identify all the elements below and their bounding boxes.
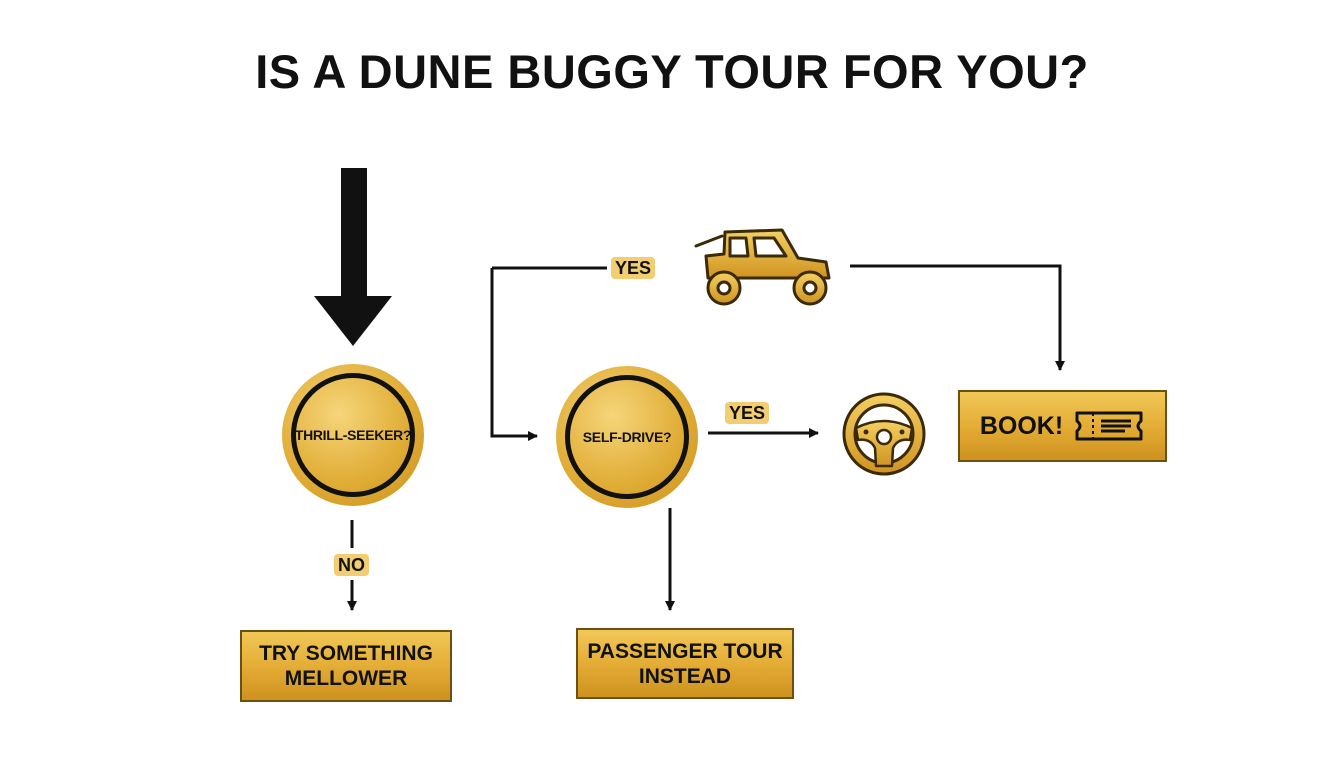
decision-ring — [291, 373, 415, 497]
dune-buggy-icon — [694, 228, 831, 306]
edge-label-yes: YES — [611, 257, 656, 279]
outcome-book: BOOK! — [958, 390, 1167, 462]
outcome-try-mellower: TRY SOMETHING MELLOWER — [240, 630, 452, 702]
ticket-icon — [1075, 411, 1143, 441]
outcome-passenger-tour: PASSENGER TOUR INSTEAD — [576, 628, 794, 699]
outcome-label: BOOK! — [979, 411, 1064, 440]
edge-label-yes: YES — [725, 402, 770, 424]
start-arrow — [314, 168, 392, 346]
steering-wheel-icon — [842, 392, 926, 476]
connector-yes-top — [490, 264, 1065, 441]
outcome-label-line1: PASSENGER TOUR — [587, 639, 783, 663]
decision-self-drive: SELF-DRIVE? — [556, 366, 698, 508]
outcome-label-line1: TRY SOMETHING — [259, 642, 433, 665]
outcome-label-line2: MELLOWER — [284, 667, 408, 690]
decision-thrill-seeker: THRILL-SEEKER? — [282, 364, 424, 506]
page-title: IS A DUNE BUGGY TOUR FOR YOU? — [255, 45, 1089, 98]
outcome-label-line2: INSTEAD — [638, 664, 732, 688]
edge-label-no: NO — [334, 554, 369, 576]
decision-label: SELF-DRIVE? — [582, 429, 672, 445]
decision-label: THRILL-SEEKER? — [294, 427, 412, 443]
decision-ring — [565, 375, 689, 499]
